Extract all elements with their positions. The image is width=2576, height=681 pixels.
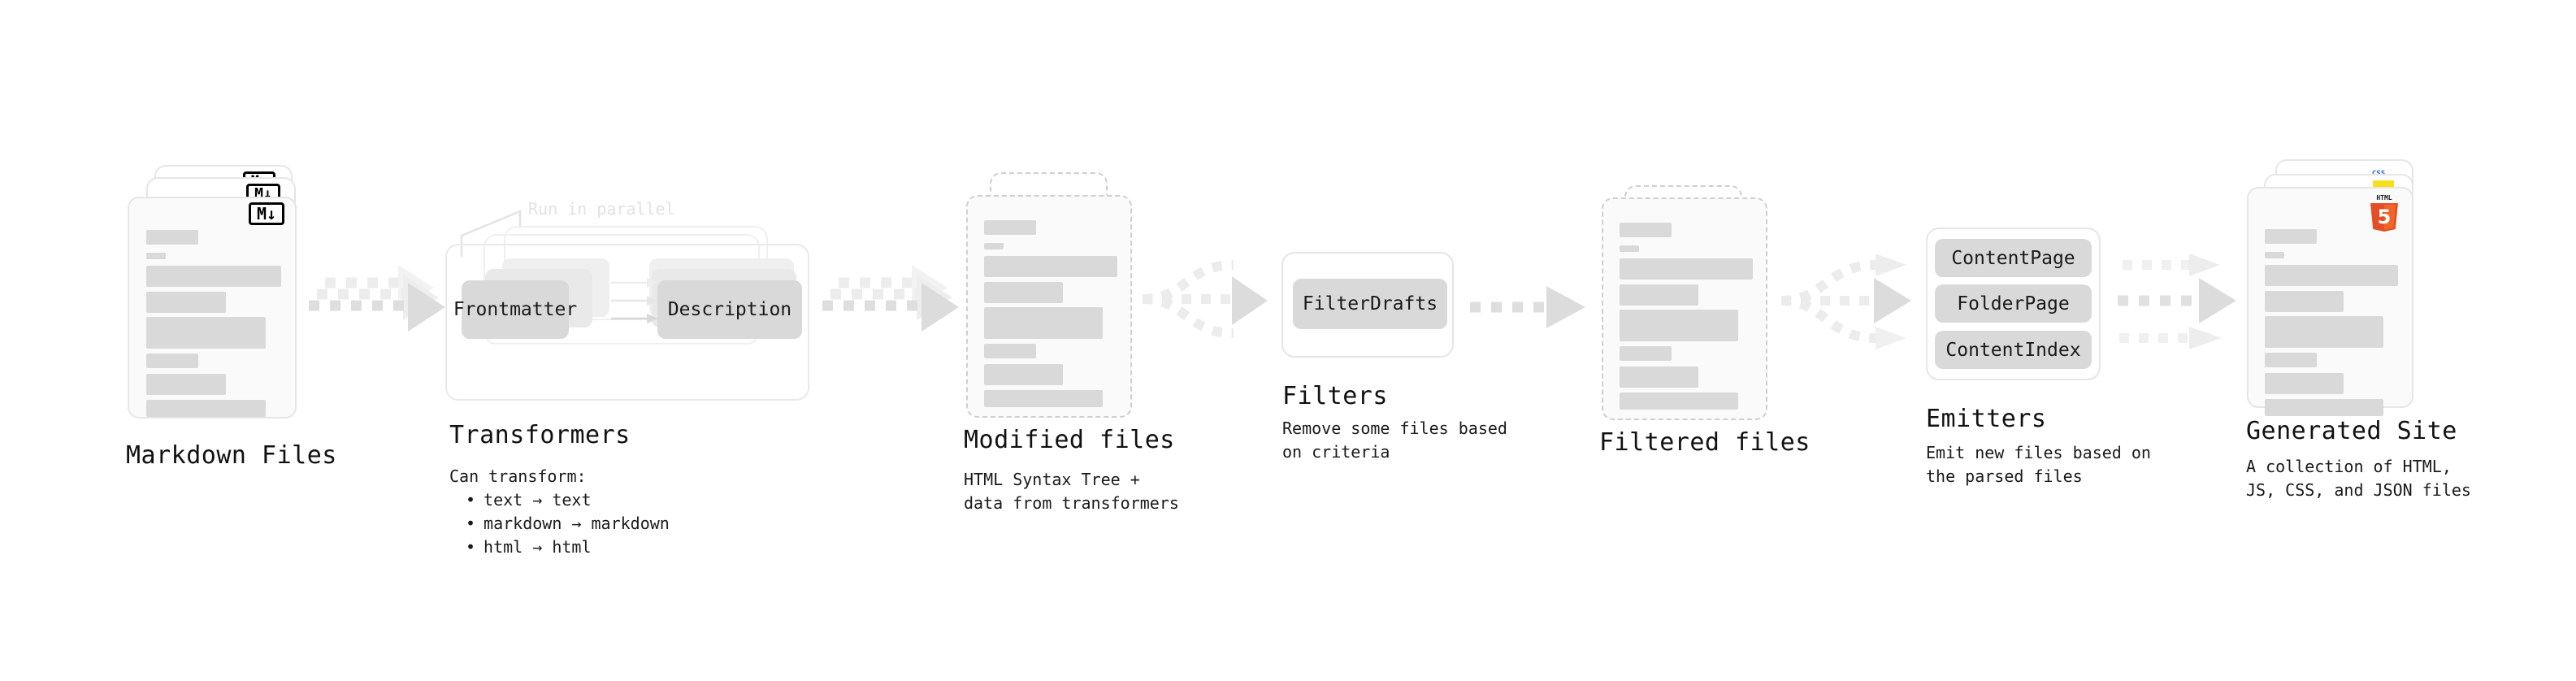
stage-title-transformers: Transformers xyxy=(449,421,631,449)
content-bar xyxy=(984,307,1103,339)
content-bar xyxy=(2265,399,2383,416)
content-bar xyxy=(2265,265,2398,286)
content-bar xyxy=(1620,367,1698,388)
markdown-icon-letter-front: M xyxy=(256,204,267,223)
filter-chip-filterdrafts[interactable]: FilterDrafts xyxy=(1293,279,1447,329)
content-bar xyxy=(984,390,1103,407)
content-bar xyxy=(146,230,198,245)
content-bar xyxy=(2265,252,2284,258)
content-bar xyxy=(2265,291,2344,312)
filtered-file-card-front xyxy=(1602,197,1767,420)
markdown-icon-letter-back-1: M xyxy=(254,185,263,202)
arrow-markdown-to-transformers xyxy=(307,252,453,358)
transformer-chip-label: Frontmatter xyxy=(453,299,578,320)
arrow-filters-to-filtered xyxy=(1467,283,1597,332)
content-bar xyxy=(2265,373,2344,394)
html5-icon: HTML 5 xyxy=(2367,193,2401,232)
arrow-emitters-to-site xyxy=(2114,254,2269,364)
run-in-parallel-connector xyxy=(457,193,554,258)
content-bar xyxy=(146,292,226,313)
content-bar xyxy=(1620,310,1738,341)
stage-title-filtered-files: Filtered files xyxy=(1599,428,1811,457)
transformer-group-front xyxy=(445,244,809,401)
transformer-chip-frontmatter[interactable]: Frontmatter xyxy=(453,280,577,339)
content-bar xyxy=(984,243,1004,249)
arrow-modified-to-filters xyxy=(1138,254,1284,359)
content-bar xyxy=(2265,353,2317,367)
content-bar xyxy=(984,282,1063,303)
content-bar xyxy=(984,220,1036,235)
list-item: text → text xyxy=(466,488,670,512)
list-item: markdown → markdown xyxy=(466,512,670,536)
emitter-chip-label: FolderPage xyxy=(1957,293,2070,314)
transformer-inner-arrows xyxy=(611,273,663,332)
stage-title-markdown-files: Markdown Files xyxy=(126,441,337,470)
content-bar xyxy=(984,344,1036,358)
svg-text:5: 5 xyxy=(2378,206,2392,228)
emitter-chip-label: ContentPage xyxy=(1951,247,2075,269)
content-bar xyxy=(146,374,226,395)
content-bar xyxy=(2265,316,2383,348)
content-bar xyxy=(2265,229,2317,244)
transformer-chip-label: Description xyxy=(667,299,792,320)
content-bar xyxy=(146,400,266,417)
content-bar xyxy=(1620,245,1639,252)
content-bar xyxy=(146,253,166,259)
content-bar xyxy=(1620,346,1672,361)
stage-subtitle-emitters: Emit new files based on the parsed files xyxy=(1926,443,2151,486)
emitter-chip-label: ContentIndex xyxy=(1945,339,2081,361)
emitter-chip-contentindex[interactable]: ContentIndex xyxy=(1935,331,2092,369)
content-bar xyxy=(1620,223,1672,237)
stage-subtitle-filters: Remove some files based on criteria xyxy=(1282,419,1507,462)
content-bar xyxy=(1620,284,1698,306)
list-item: html → html xyxy=(466,536,670,559)
content-bar xyxy=(146,354,198,368)
content-bar xyxy=(1620,393,1738,410)
content-bar xyxy=(146,266,281,287)
content-bar xyxy=(984,256,1117,277)
transformer-chip-description[interactable]: Description xyxy=(657,280,802,339)
markdown-file-card-front xyxy=(128,197,297,419)
svg-text:HTML: HTML xyxy=(2376,194,2392,202)
filter-chip-label: FilterDrafts xyxy=(1302,293,1438,314)
arrow-transformers-to-modified xyxy=(821,252,967,358)
emitter-chip-folderpage[interactable]: FolderPage xyxy=(1935,284,2092,323)
stage-title-filters: Filters xyxy=(1282,382,1388,410)
content-bar xyxy=(146,317,266,349)
stage-subtitle-generated-site: A collection of HTML, JS, CSS, and JSON … xyxy=(2246,457,2471,500)
transformers-capability-list: Can transform: text → text markdown → ma… xyxy=(449,465,670,559)
stage-subtitle-modified-files: HTML Syntax Tree + data from transformer… xyxy=(964,470,1179,513)
markdown-icon-front: M↓ xyxy=(249,202,284,225)
arrow-filtered-to-emitters xyxy=(1776,254,1931,364)
stage-title-generated-site: Generated Site xyxy=(2246,417,2457,445)
content-bar xyxy=(984,364,1063,385)
content-bar xyxy=(1620,258,1753,280)
stage-title-modified-files: Modified files xyxy=(964,426,1175,454)
emitter-chip-contentpage[interactable]: ContentPage xyxy=(1935,239,2092,277)
transformers-capability-items: text → text markdown → markdown html → h… xyxy=(449,488,670,559)
modified-file-card-front xyxy=(966,195,1132,418)
run-in-parallel-label: Run in parallel xyxy=(528,199,675,219)
stage-title-emitters: Emitters xyxy=(1926,405,2047,433)
transformers-capability-lead: Can transform: xyxy=(449,466,587,486)
